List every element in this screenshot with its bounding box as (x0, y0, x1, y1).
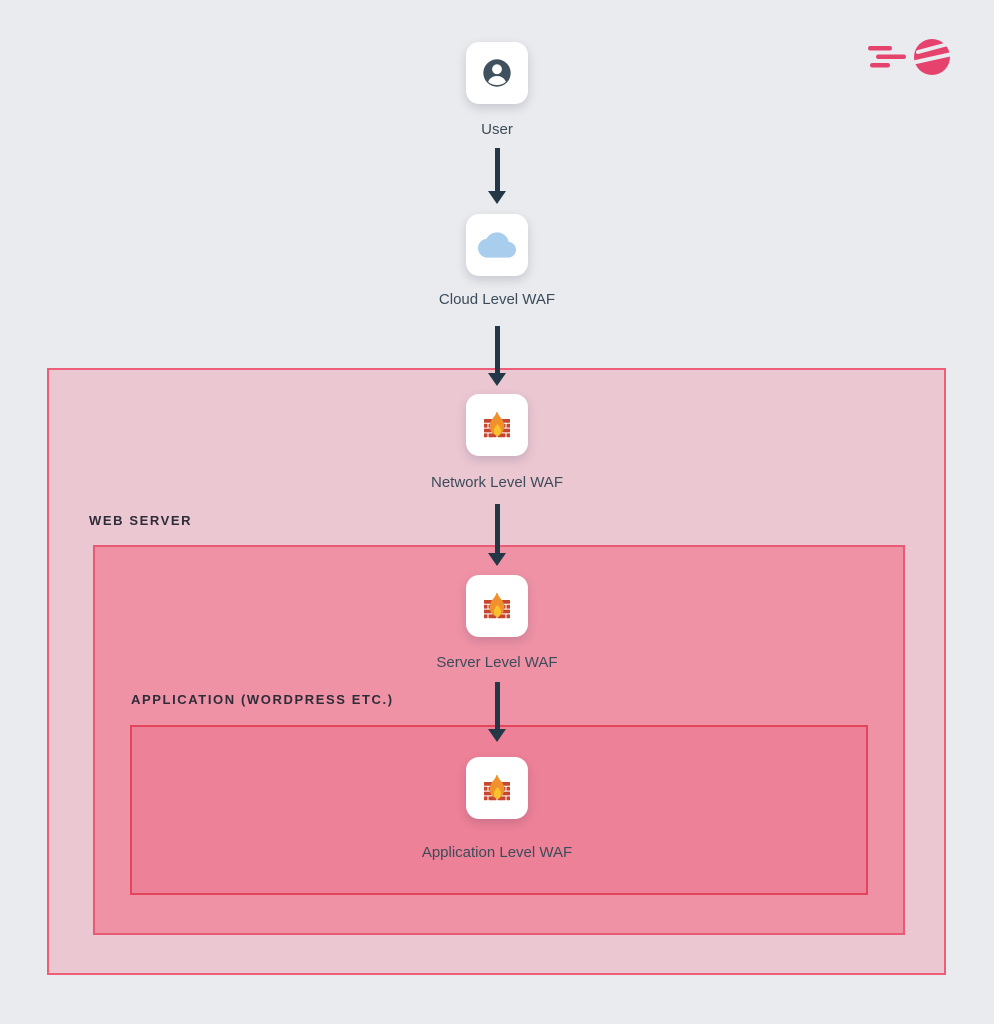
firewall-icon (484, 775, 510, 801)
cloud-icon (478, 232, 516, 258)
arrow-head (488, 191, 506, 204)
server-waf-node-card (466, 575, 528, 637)
user-node-label: User (481, 121, 513, 138)
arrow-head (488, 729, 506, 742)
arrow-line (494, 326, 500, 373)
application-waf-node-label: Application Level WAF (421, 844, 573, 861)
web-server-label: WEB SERVER (89, 513, 193, 528)
cloud-waf-node-label: Cloud Level WAF (438, 291, 556, 308)
firewall-icon (484, 412, 510, 438)
application-label: APPLICATION (WORDPRESS ETC.) (131, 692, 394, 707)
flow-arrow-server-to-application (488, 682, 506, 742)
astra-comet-icon (868, 39, 954, 75)
firewall-icon (484, 593, 510, 619)
arrow-head (488, 373, 506, 386)
server-waf-node-label: Server Level WAF (436, 654, 558, 671)
user-node-card (466, 42, 528, 104)
network-waf-node-label: Network Level WAF (431, 474, 563, 491)
flow-arrow-cloud-to-network (488, 326, 506, 386)
application-waf-node-card (466, 757, 528, 819)
arrow-line (494, 504, 500, 553)
flow-arrow-user-to-cloud (488, 148, 506, 204)
arrow-line (494, 682, 500, 729)
network-waf-node-card (466, 394, 528, 456)
user-icon (483, 59, 511, 87)
cloud-waf-node-card (466, 214, 528, 276)
arrow-line (494, 148, 500, 191)
arrow-head (488, 553, 506, 566)
flow-arrow-network-to-server (488, 504, 506, 566)
brand-logo (868, 34, 956, 85)
